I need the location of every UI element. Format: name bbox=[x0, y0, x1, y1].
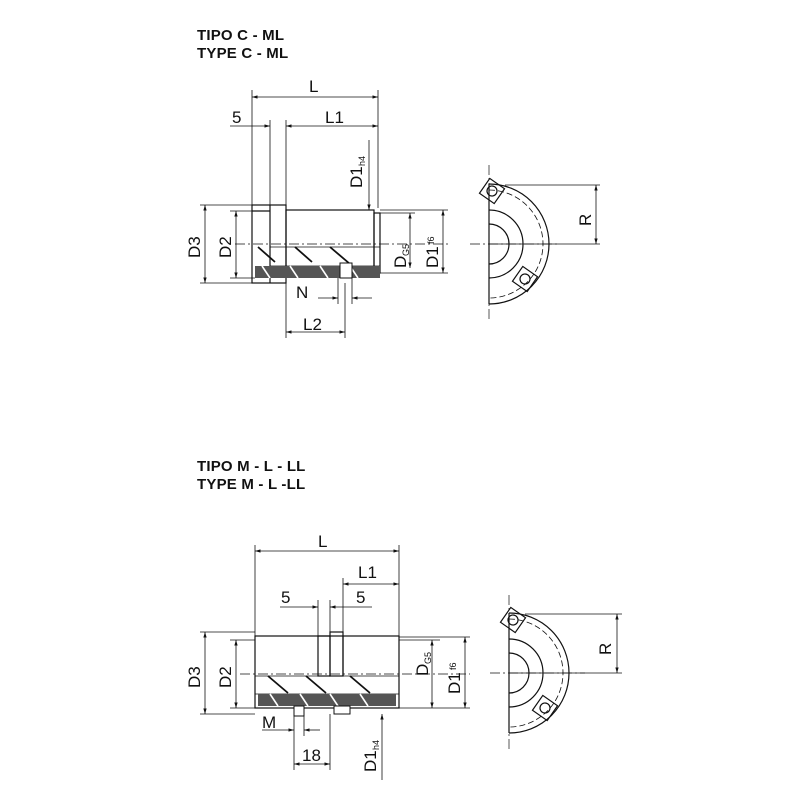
svg-text:G5: G5 bbox=[401, 244, 411, 256]
svg-text:f6: f6 bbox=[426, 236, 436, 244]
type-m-dim-DG5: D G5 bbox=[413, 652, 433, 676]
type-c-dim-D1h4: D1 h4 bbox=[347, 156, 367, 188]
svg-text:R: R bbox=[576, 214, 595, 226]
type-c-dim-5: 5 bbox=[232, 108, 241, 127]
type-m-title-en: TYPE M - L -LL bbox=[197, 476, 306, 493]
svg-text:f6: f6 bbox=[448, 662, 458, 670]
type-m-dim-D2: D2 bbox=[216, 666, 235, 688]
type-c-title: TIPO C - ML TYPE C - ML bbox=[197, 27, 288, 63]
type-c-dim-L1: L1 bbox=[325, 108, 344, 127]
type-c-dim-D1f6: D1 f6 bbox=[423, 236, 442, 268]
type-c-dim-R: R bbox=[576, 214, 595, 226]
type-m-dim-D3: D3 bbox=[185, 666, 204, 688]
type-m-dim-18: 18 bbox=[302, 746, 321, 765]
type-c-dim-L: L bbox=[309, 77, 318, 96]
type-m-dim-M: M bbox=[262, 713, 276, 732]
type-c-dim-D3: D3 bbox=[185, 236, 204, 258]
type-m-dim-D1f6: D1 f6 bbox=[445, 662, 464, 694]
type-m-dim-5-left: 5 bbox=[281, 588, 290, 607]
svg-text:D1: D1 bbox=[361, 750, 380, 772]
svg-text:D1: D1 bbox=[423, 246, 442, 268]
svg-text:D2: D2 bbox=[216, 236, 235, 258]
svg-text:R: R bbox=[596, 643, 615, 655]
svg-text:G5: G5 bbox=[423, 652, 433, 664]
svg-text:D3: D3 bbox=[185, 236, 204, 258]
type-m-end-view bbox=[490, 595, 622, 750]
type-m-dim-5-right: 5 bbox=[356, 588, 365, 607]
type-c-dim-N: N bbox=[296, 283, 308, 302]
svg-text:D: D bbox=[391, 256, 410, 268]
type-c-side-view bbox=[200, 90, 450, 338]
type-c-end-view bbox=[470, 165, 600, 320]
type-c-title-en: TYPE C - ML bbox=[197, 45, 289, 62]
type-m-dim-L: L bbox=[318, 532, 327, 551]
svg-text:D: D bbox=[413, 664, 432, 676]
svg-text:D2: D2 bbox=[216, 666, 235, 688]
type-m-dim-R: R bbox=[596, 643, 615, 655]
type-c-dim-D2: D2 bbox=[216, 236, 235, 258]
type-c-dim-L2: L2 bbox=[303, 315, 322, 334]
svg-text:h4: h4 bbox=[357, 156, 367, 166]
svg-text:D3: D3 bbox=[185, 666, 204, 688]
type-m-dim-D1h4: D1 h4 bbox=[361, 740, 381, 772]
type-m-side-view bbox=[200, 545, 470, 780]
type-m-title: TIPO M - L - LL TYPE M - L -LL bbox=[197, 458, 306, 494]
type-c-dim-DG5: D G5 bbox=[391, 244, 411, 268]
svg-text:D1: D1 bbox=[347, 166, 366, 188]
svg-text:D1: D1 bbox=[445, 672, 464, 694]
type-m-dim-L1: L1 bbox=[358, 563, 377, 582]
type-m-title-it: TIPO M - L - LL bbox=[197, 458, 306, 475]
type-c-title-it: TIPO C - ML bbox=[197, 27, 285, 44]
svg-text:h4: h4 bbox=[371, 740, 381, 750]
